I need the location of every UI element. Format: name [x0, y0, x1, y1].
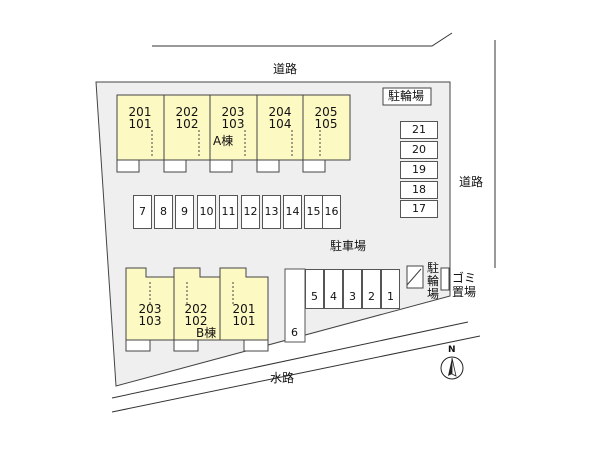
- north-label: N: [448, 345, 456, 355]
- parking-slot-4: 4: [324, 269, 343, 309]
- waterway-line-upper: [111, 321, 469, 399]
- parking-slot-2: 2: [362, 269, 381, 309]
- parking-label: 駐車場: [330, 239, 367, 253]
- parking-slot-11: 11: [219, 195, 238, 229]
- top-road-line: [152, 32, 453, 47]
- parking-slot-12: 12: [241, 195, 260, 229]
- parking-slot-9: 9: [175, 195, 194, 229]
- building-b-name: B棟: [196, 326, 217, 340]
- building-b: [125, 267, 269, 352]
- parking-slot-18: 18: [400, 181, 438, 199]
- parking-slot-21: 21: [400, 121, 438, 139]
- parking-slot-15: 15: [304, 195, 323, 229]
- parking-slot-8: 8: [154, 195, 173, 229]
- parking-slot-20: 20: [400, 141, 438, 159]
- parking-slot-14: 14: [283, 195, 302, 229]
- waterway-line-lower: [111, 335, 481, 413]
- bike-parking-top-box: [382, 87, 432, 106]
- parking-slot-5: 5: [305, 269, 324, 309]
- garbage-box: [440, 267, 450, 291]
- bike-parking-right-label: 駐 輪 場: [426, 261, 439, 301]
- parking-slot-16: 16: [322, 195, 341, 229]
- north-arrow-icon: [440, 356, 464, 380]
- top-road-label: 道路: [273, 62, 298, 76]
- building-a: [116, 94, 351, 173]
- parking-slot-13: 13: [262, 195, 281, 229]
- garbage-label: ゴミ 置場: [452, 271, 477, 299]
- building-a-name: A棟: [213, 134, 234, 148]
- parking-slot-6-label: 6: [291, 326, 298, 339]
- parking-slot-17: 17: [400, 200, 438, 218]
- parking-slot-7: 7: [133, 195, 152, 229]
- parking-slot-1: 1: [381, 269, 400, 309]
- right-road-label: 道路: [459, 175, 484, 189]
- bike-parking-top-label: 駐輪場: [388, 89, 425, 103]
- parking-slot-19: 19: [400, 161, 438, 179]
- parking-slot-10: 10: [197, 195, 216, 229]
- parking-slot-3: 3: [343, 269, 362, 309]
- waterway-label: 水路: [270, 371, 295, 385]
